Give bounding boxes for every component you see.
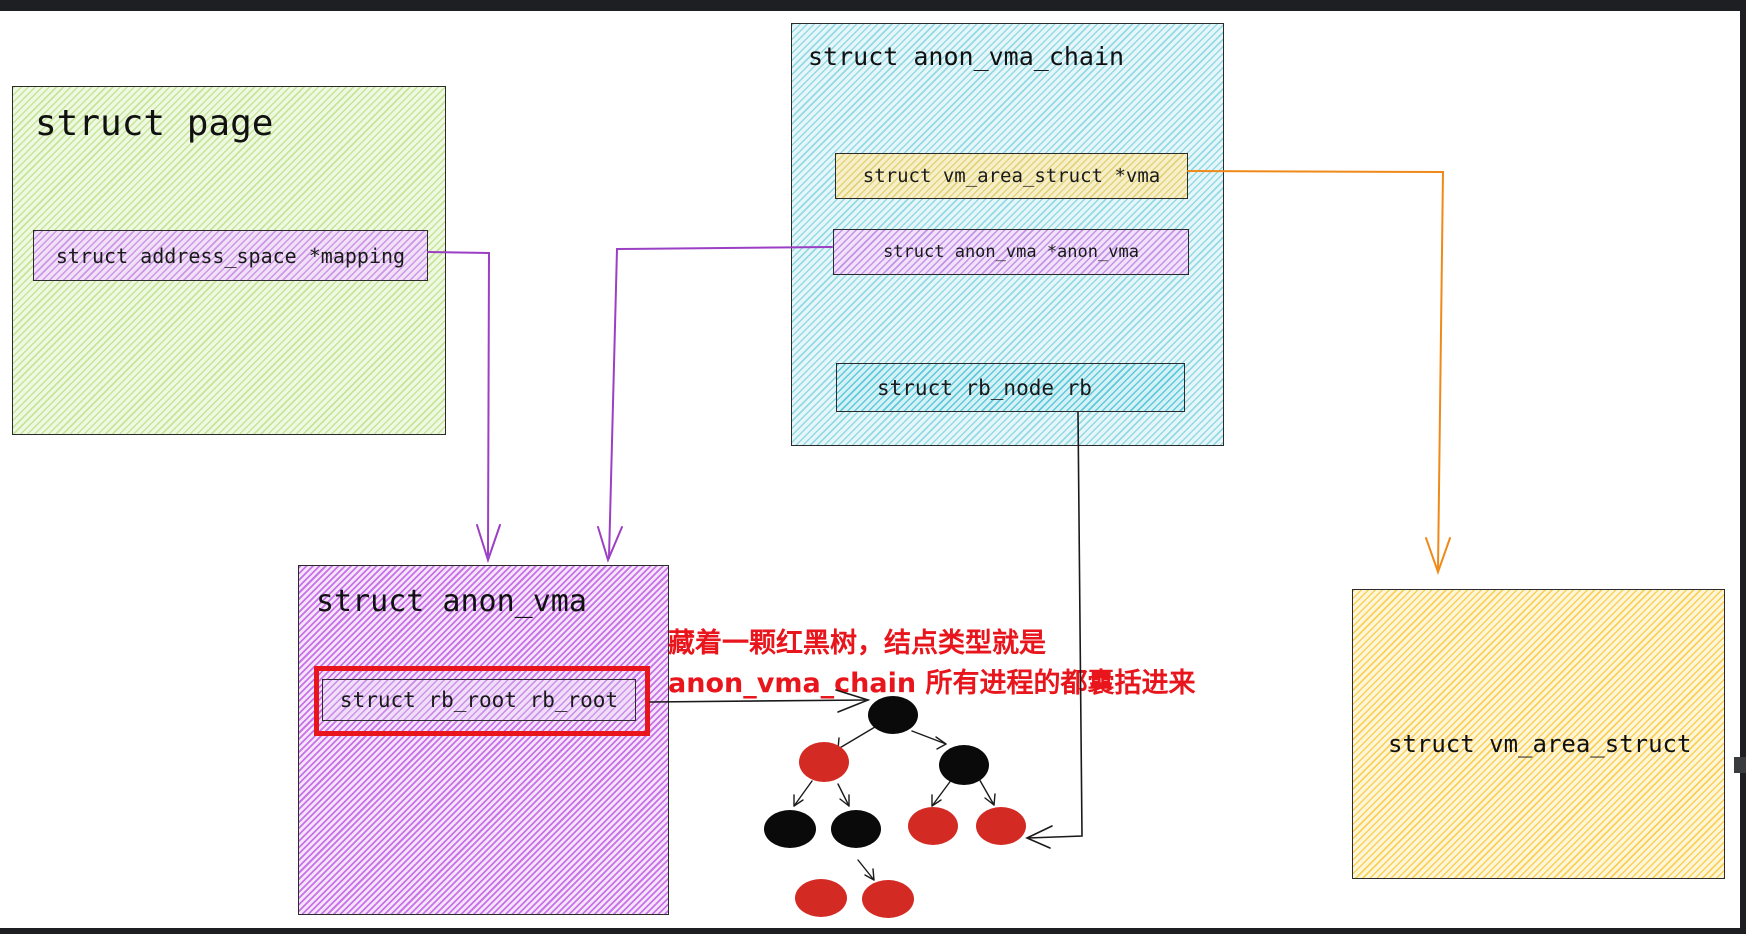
rb-node-rl [908, 807, 958, 845]
rb-root-field-label: struct rb_root rb_root [339, 688, 619, 712]
annotation-line-1: 藏着一颗红黑树，结点类型就是 [668, 628, 1046, 659]
rb-root-highlight [314, 666, 650, 736]
rb-node-lrr [862, 880, 914, 918]
struct-anon-vma-box: struct anon_vma struct rb_root rb_root [298, 565, 669, 915]
rb-node-lr [831, 810, 881, 848]
arrow-rb-node-to-tree [1025, 411, 1083, 849]
mapping-field: struct address_space *mapping [33, 230, 428, 281]
rb-node-l [799, 742, 849, 782]
rb-node-lrl [795, 879, 847, 917]
arrow-anon-vma-field-to-anon-vma [597, 246, 833, 563]
scrollbar-thumb[interactable] [1734, 757, 1746, 773]
anon-vma-field-label: struct anon_vma *anon_vma [883, 242, 1139, 262]
arrow-vma-to-vm-area-struct [1187, 170, 1451, 576]
window-right-bar [1740, 0, 1746, 934]
arrow-mapping-to-anon-vma [427, 251, 501, 564]
rb-node-field-label: struct rb_node rb [877, 375, 1092, 400]
struct-page-title: struct page [35, 103, 274, 144]
struct-vm-area-struct-box: struct vm_area_struct [1352, 589, 1725, 879]
arrow-rb-root-to-tree [649, 689, 871, 713]
rb-node-root [868, 696, 918, 734]
struct-anon-vma-chain-box: struct anon_vma_chain struct vm_area_str… [791, 23, 1224, 446]
struct-anon-vma-title: struct anon_vma [316, 584, 587, 619]
mapping-field-label: struct address_space *mapping [55, 243, 406, 268]
rb-root-field: struct rb_root rb_root [322, 679, 636, 721]
rb-tree-nodes [764, 696, 1026, 918]
rb-node-field: struct rb_node rb [836, 363, 1185, 412]
window-bottom-bar [0, 928, 1746, 934]
rb-node-r [939, 745, 989, 785]
rb-tree-edges [793, 723, 996, 881]
struct-vm-area-struct-title: struct vm_area_struct [1388, 730, 1692, 758]
rb-node-rr [976, 807, 1026, 845]
annotation-line-2: anon_vma_chain 所有进程的都囊括进来 [668, 668, 1196, 699]
vma-field-label: struct vm_area_struct *vma [862, 165, 1161, 187]
struct-page-box: struct page struct address_space *mappin… [12, 86, 446, 435]
vma-field: struct vm_area_struct *vma [835, 153, 1188, 199]
anon-vma-field: struct anon_vma *anon_vma [833, 229, 1189, 275]
window-top-bar [0, 0, 1746, 11]
rb-node-ll [764, 810, 816, 848]
struct-anon-vma-chain-title: struct anon_vma_chain [808, 42, 1125, 71]
